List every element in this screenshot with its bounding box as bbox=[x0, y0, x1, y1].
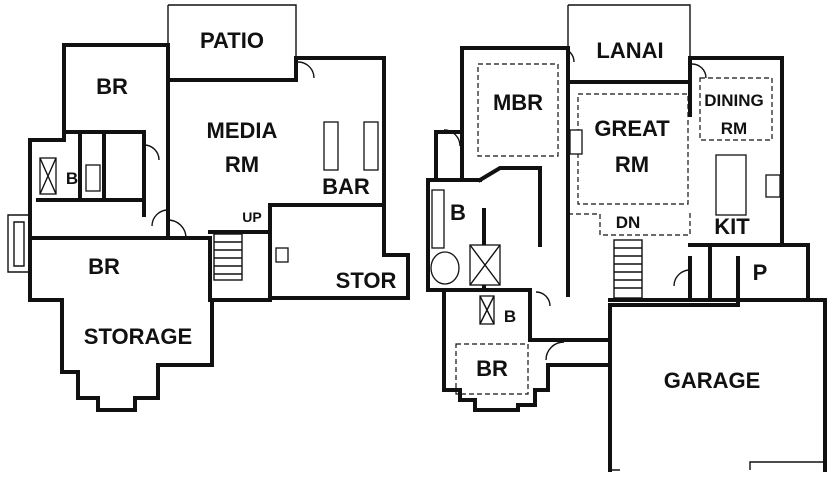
great-label-line2: RM bbox=[615, 152, 649, 177]
great-label-line1: GREAT bbox=[594, 116, 670, 141]
media-label-line2: RM bbox=[225, 152, 259, 177]
stor-walls bbox=[268, 203, 410, 300]
pantry-label: P bbox=[753, 260, 768, 285]
bar-label: BAR bbox=[322, 174, 370, 199]
lanai-outline bbox=[567, 4, 691, 58]
patio-outline bbox=[168, 4, 297, 58]
window-bay bbox=[7, 214, 30, 273]
cooktop bbox=[765, 174, 781, 198]
fireplace bbox=[569, 129, 583, 155]
vanity-fixture bbox=[85, 164, 101, 192]
kitchen-island bbox=[715, 154, 747, 216]
stairs-down bbox=[613, 239, 643, 299]
master-bath-label: B bbox=[450, 200, 466, 225]
patio-label: PATIO bbox=[200, 28, 264, 53]
bar-counter bbox=[323, 121, 339, 171]
br-top-left-label: BR bbox=[96, 74, 128, 99]
mbr-tray-ceiling bbox=[477, 63, 559, 157]
lanai-label: LANAI bbox=[596, 38, 663, 63]
main-level-exterior-walls bbox=[426, 46, 810, 412]
main-level-plan bbox=[426, 4, 827, 472]
dining-tray-ceiling bbox=[699, 77, 773, 141]
lower-level-exterior-walls bbox=[28, 43, 386, 412]
garage-walls bbox=[608, 298, 827, 472]
master-tub bbox=[430, 251, 460, 285]
kit-label: KIT bbox=[714, 214, 750, 239]
bath-left-label: B bbox=[66, 169, 78, 188]
dining-label-line2: RM bbox=[721, 119, 747, 138]
stor-label: STOR bbox=[336, 268, 397, 293]
master-vanity bbox=[431, 189, 445, 249]
br-tray-ceiling bbox=[455, 343, 529, 395]
stairs-up bbox=[213, 233, 243, 281]
up-label: UP bbox=[242, 209, 261, 225]
dn-label: DN bbox=[616, 213, 641, 232]
mbr-label: MBR bbox=[493, 90, 543, 115]
garage-label: GARAGE bbox=[664, 368, 761, 393]
toilet-fixture bbox=[275, 247, 289, 263]
br-bottom-label: BR bbox=[476, 356, 508, 381]
bath-small-label: B bbox=[504, 307, 516, 326]
br-left-label: BR bbox=[88, 254, 120, 279]
media-label-line1: MEDIA bbox=[207, 118, 278, 143]
great-room-tray-ceiling bbox=[577, 93, 689, 205]
storage-label: STORAGE bbox=[84, 324, 192, 349]
lower-level-plan bbox=[7, 4, 410, 412]
dining-label-line1: DINING bbox=[704, 91, 764, 110]
lower-interior-walls bbox=[28, 78, 272, 302]
